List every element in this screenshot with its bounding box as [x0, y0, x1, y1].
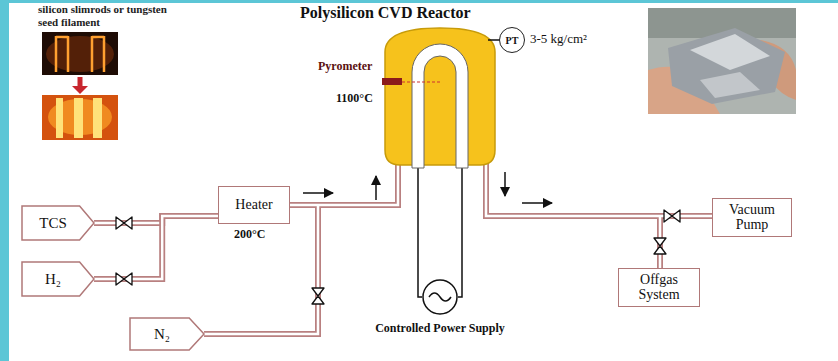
filament-photo — [42, 32, 118, 75]
temperature-value: 200°C — [234, 228, 265, 242]
node-text: H₂ — [45, 271, 61, 288]
pipe-core — [204, 160, 712, 334]
feed-source: TCS — [22, 206, 94, 240]
valve-symbol — [664, 210, 680, 222]
photo-caption: silicon slimrods or tungsten seed filame… — [38, 3, 173, 28]
process-box: Vacuum Pump — [712, 198, 792, 237]
node-text: Offgas System — [623, 272, 695, 303]
pressure-gauge: PT — [499, 27, 525, 53]
instrument-label: Pyrometer — [318, 60, 372, 74]
pyrometer-bar — [382, 78, 402, 85]
glowing-rod-photo — [42, 95, 118, 140]
temperature-value: 1100°C — [336, 92, 373, 106]
power-wire — [418, 168, 462, 297]
valve-symbol — [312, 288, 324, 304]
valve-symbol — [116, 273, 132, 285]
ac-wave — [429, 293, 451, 301]
node-text: Controlled Power Supply — [375, 321, 505, 336]
tag-shape — [130, 318, 204, 350]
node-text: Heater — [235, 197, 272, 212]
frame-band — [0, 0, 838, 3]
pipe-connector — [94, 216, 218, 279]
u-filament — [412, 44, 468, 168]
node-text: Vacuum Pump — [717, 202, 787, 233]
tag-shape — [22, 262, 94, 296]
valve-symbol — [116, 217, 132, 229]
feed-source: N₂ — [130, 318, 204, 350]
pyrometer-beam — [402, 81, 440, 82]
pipe — [204, 160, 712, 334]
ac-source-symbol — [421, 278, 459, 316]
pipe-core — [94, 216, 218, 279]
pressure-value: 3-5 kg/cm² — [530, 32, 587, 47]
node-text: PT — [506, 35, 519, 46]
feed-source: H₂ — [22, 262, 94, 296]
process-box: Offgas System — [618, 268, 700, 307]
node-text: TCS — [39, 215, 67, 232]
frame-band — [0, 0, 9, 361]
tag-shape — [22, 206, 94, 240]
valve-symbol — [654, 238, 666, 254]
node-text: N₂ — [154, 326, 170, 343]
red-arrow — [72, 77, 88, 94]
flow-arrow — [303, 172, 552, 203]
heater-box: Heater — [218, 186, 290, 224]
power-supply: Controlled Power Supply — [355, 278, 525, 336]
diagram-title: Polysilicon CVD Reactor — [300, 4, 471, 22]
polysilicon-photo — [648, 8, 796, 114]
pipe-wall — [94, 216, 218, 279]
ac-source-circle — [423, 280, 457, 314]
